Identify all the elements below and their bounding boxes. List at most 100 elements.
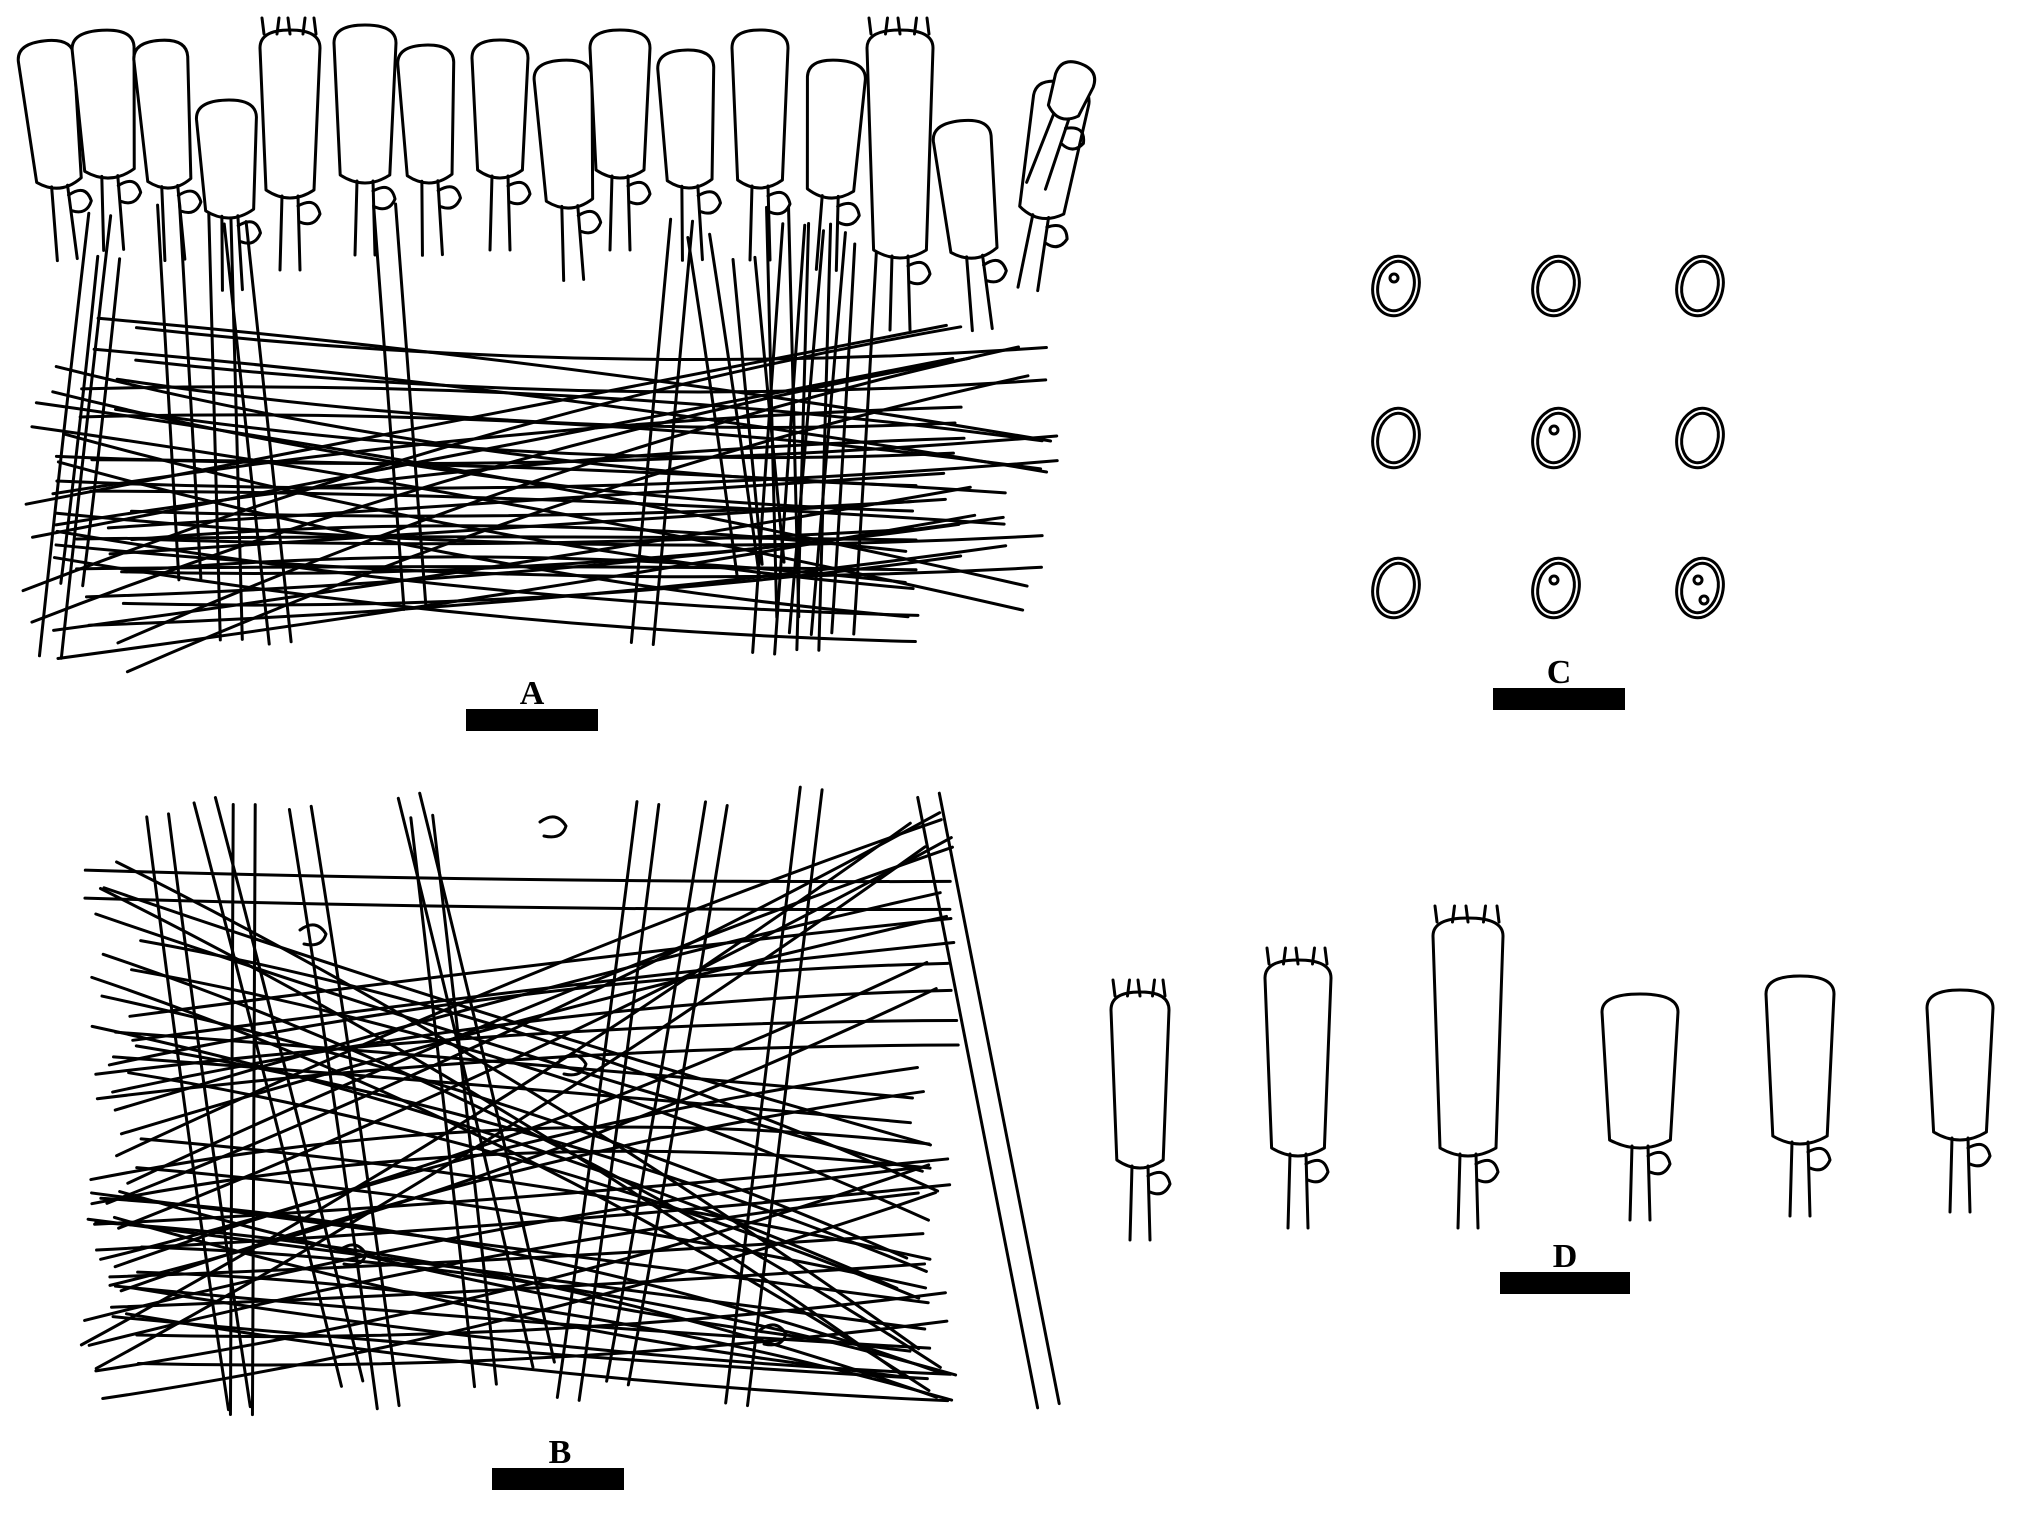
panel-a-scale-bar bbox=[466, 709, 598, 731]
panel-a-basidiole bbox=[931, 118, 1008, 333]
panel-b-hypha bbox=[127, 1285, 952, 1376]
panel-b-hypha bbox=[101, 952, 942, 1369]
panel-a-basidium-stalk bbox=[278, 194, 302, 272]
panel-d-basidium-stalk bbox=[1128, 1164, 1152, 1242]
panel-b-hypha bbox=[108, 1232, 925, 1279]
panel-d-basidiole bbox=[1764, 974, 1836, 1218]
panel-a-basidiole-stalk bbox=[965, 253, 994, 333]
panel-a-basidium-sterigmata bbox=[867, 16, 931, 36]
panel-d-basidiole-clamp bbox=[1646, 1150, 1672, 1176]
panel-a-basidiole-stalk bbox=[814, 194, 840, 272]
panel-b-label: B bbox=[549, 1434, 572, 1471]
panel-b-scale-bar bbox=[492, 1468, 624, 1490]
panel-d-basidiole bbox=[1600, 992, 1680, 1222]
panel-b-hypha bbox=[111, 988, 953, 1094]
panel-d-label: D bbox=[1553, 1238, 1578, 1275]
panel-c-spore-guttule bbox=[1548, 424, 1560, 436]
panel-a-hymenium-drawing: A bbox=[16, 16, 1097, 731]
panel-c-spore-grid bbox=[1371, 254, 1725, 620]
panel-a-basidiole-stalk bbox=[100, 174, 126, 252]
panel-a-basidiole-clamp bbox=[982, 258, 1008, 284]
panel-a-basidiole-clamp bbox=[436, 185, 462, 210]
panel-b-clamp-connection bbox=[758, 1323, 788, 1347]
panel-b-hypha bbox=[90, 1149, 932, 1206]
panel-c-basidiospores-drawing: C bbox=[1371, 254, 1725, 710]
panel-c-spore-inner-wall bbox=[1680, 259, 1720, 313]
panel-a-hypha bbox=[54, 436, 966, 527]
panel-a-basidiole-clamp bbox=[67, 188, 93, 214]
panel-a-hypha bbox=[55, 529, 920, 617]
panel-b-oblique-hypha bbox=[309, 804, 401, 1408]
panel-a-basidiole-body bbox=[470, 38, 530, 180]
panel-a-basidiole bbox=[194, 98, 262, 292]
panel-a-hypha bbox=[125, 374, 1030, 674]
panel-b-oblique-hypha bbox=[192, 801, 343, 1388]
panel-a-basidiole-body bbox=[132, 38, 193, 190]
panel-c-scale-bar bbox=[1493, 688, 1625, 710]
panel-d-basidium-stalk bbox=[1286, 1152, 1310, 1230]
panel-d-basidiole-body bbox=[1600, 992, 1680, 1150]
panel-a-basidiole-clamp bbox=[766, 190, 792, 216]
panel-d-basidium-clamp bbox=[1304, 1158, 1330, 1184]
panel-a-basidium bbox=[865, 16, 935, 332]
panel-b-hypha bbox=[83, 896, 952, 912]
panel-a-basidium bbox=[258, 16, 322, 272]
panel-b-hyphae bbox=[79, 785, 1061, 1417]
panel-b-hypha bbox=[98, 886, 905, 1377]
panel-b-hypha bbox=[89, 1125, 931, 1182]
panel-c-spore-outer-wall bbox=[1371, 556, 1421, 620]
panel-a-basidiole-clamp bbox=[116, 179, 143, 205]
panel-a-stalk-hypha bbox=[830, 242, 857, 635]
panel-a-basidiole-stalk bbox=[1016, 213, 1051, 293]
panel-b-oblique-hypha bbox=[916, 795, 1040, 1410]
panel-b-hypha bbox=[95, 1043, 960, 1101]
panel-a-basidiole-body bbox=[396, 43, 456, 185]
panel-b-clamp-connection bbox=[538, 815, 568, 839]
panel-c-spore-inner-wall bbox=[1680, 561, 1720, 615]
panel-a-basidiole bbox=[70, 28, 143, 252]
panel-a-basidiole-stalk bbox=[748, 184, 772, 262]
panel-a-label: A bbox=[520, 675, 545, 712]
panel-a-basidiole bbox=[132, 38, 203, 263]
panel-a-stalk-hypha bbox=[731, 258, 764, 566]
panel-d-basidiole-stalk bbox=[1628, 1144, 1652, 1222]
panel-a-hypha bbox=[62, 432, 915, 591]
panel-a-hypha bbox=[87, 544, 1008, 627]
panel-a-basidiole-clamp bbox=[576, 209, 603, 235]
panel-d-basidiole-body bbox=[1764, 974, 1836, 1146]
panel-d-basidium bbox=[1431, 904, 1505, 1230]
panel-a-hypha bbox=[30, 425, 1025, 612]
panel-a-basidium-body bbox=[258, 28, 322, 200]
panel-b-oblique-hypha bbox=[746, 788, 824, 1408]
panel-a-hypha bbox=[116, 345, 1020, 645]
panel-a-stalk-hypha bbox=[37, 211, 91, 658]
panel-d-basidiole-stalk bbox=[1788, 1140, 1812, 1218]
panel-d-basidiole-body bbox=[1925, 988, 1995, 1142]
panel-d-basidiole-clamp bbox=[1966, 1142, 1992, 1168]
panel-a-hypha bbox=[92, 347, 1049, 474]
panel-c-spore-inner-wall bbox=[1376, 259, 1416, 313]
panel-b-oblique-hypha bbox=[626, 804, 729, 1387]
panel-a-stalk-hypha bbox=[809, 231, 847, 637]
panel-d-basidium-body bbox=[1431, 916, 1505, 1158]
panel-a-hypha bbox=[54, 365, 918, 488]
panel-b-clamp-connection bbox=[338, 1243, 368, 1267]
panel-a-basidiole-clamp bbox=[626, 180, 652, 206]
panel-a-hypha bbox=[51, 390, 915, 513]
panel-a-basidiole-body bbox=[1046, 60, 1097, 121]
panel-b-hypha bbox=[99, 960, 929, 1261]
panel-a-basidiole bbox=[805, 58, 867, 272]
panel-a-basidium-clamp bbox=[906, 260, 932, 286]
panel-a-stalk-hypha bbox=[751, 222, 785, 654]
panel-b-oblique-hypha bbox=[577, 803, 661, 1402]
panel-a-basidiole bbox=[470, 38, 532, 252]
panel-a-subhymenial-hyphae bbox=[21, 202, 1059, 674]
panel-a-basidiole-clamp bbox=[1044, 224, 1069, 249]
panel-a-hypha bbox=[134, 326, 1048, 362]
panel-b-hypha bbox=[107, 961, 950, 1067]
panel-b-oblique-hypha bbox=[605, 800, 707, 1383]
panel-b-hypha bbox=[102, 886, 932, 1147]
panel-c-label: C bbox=[1547, 654, 1572, 691]
panel-a-stalk-hypha bbox=[651, 219, 695, 646]
panel-d-scale-bar bbox=[1500, 1272, 1630, 1294]
